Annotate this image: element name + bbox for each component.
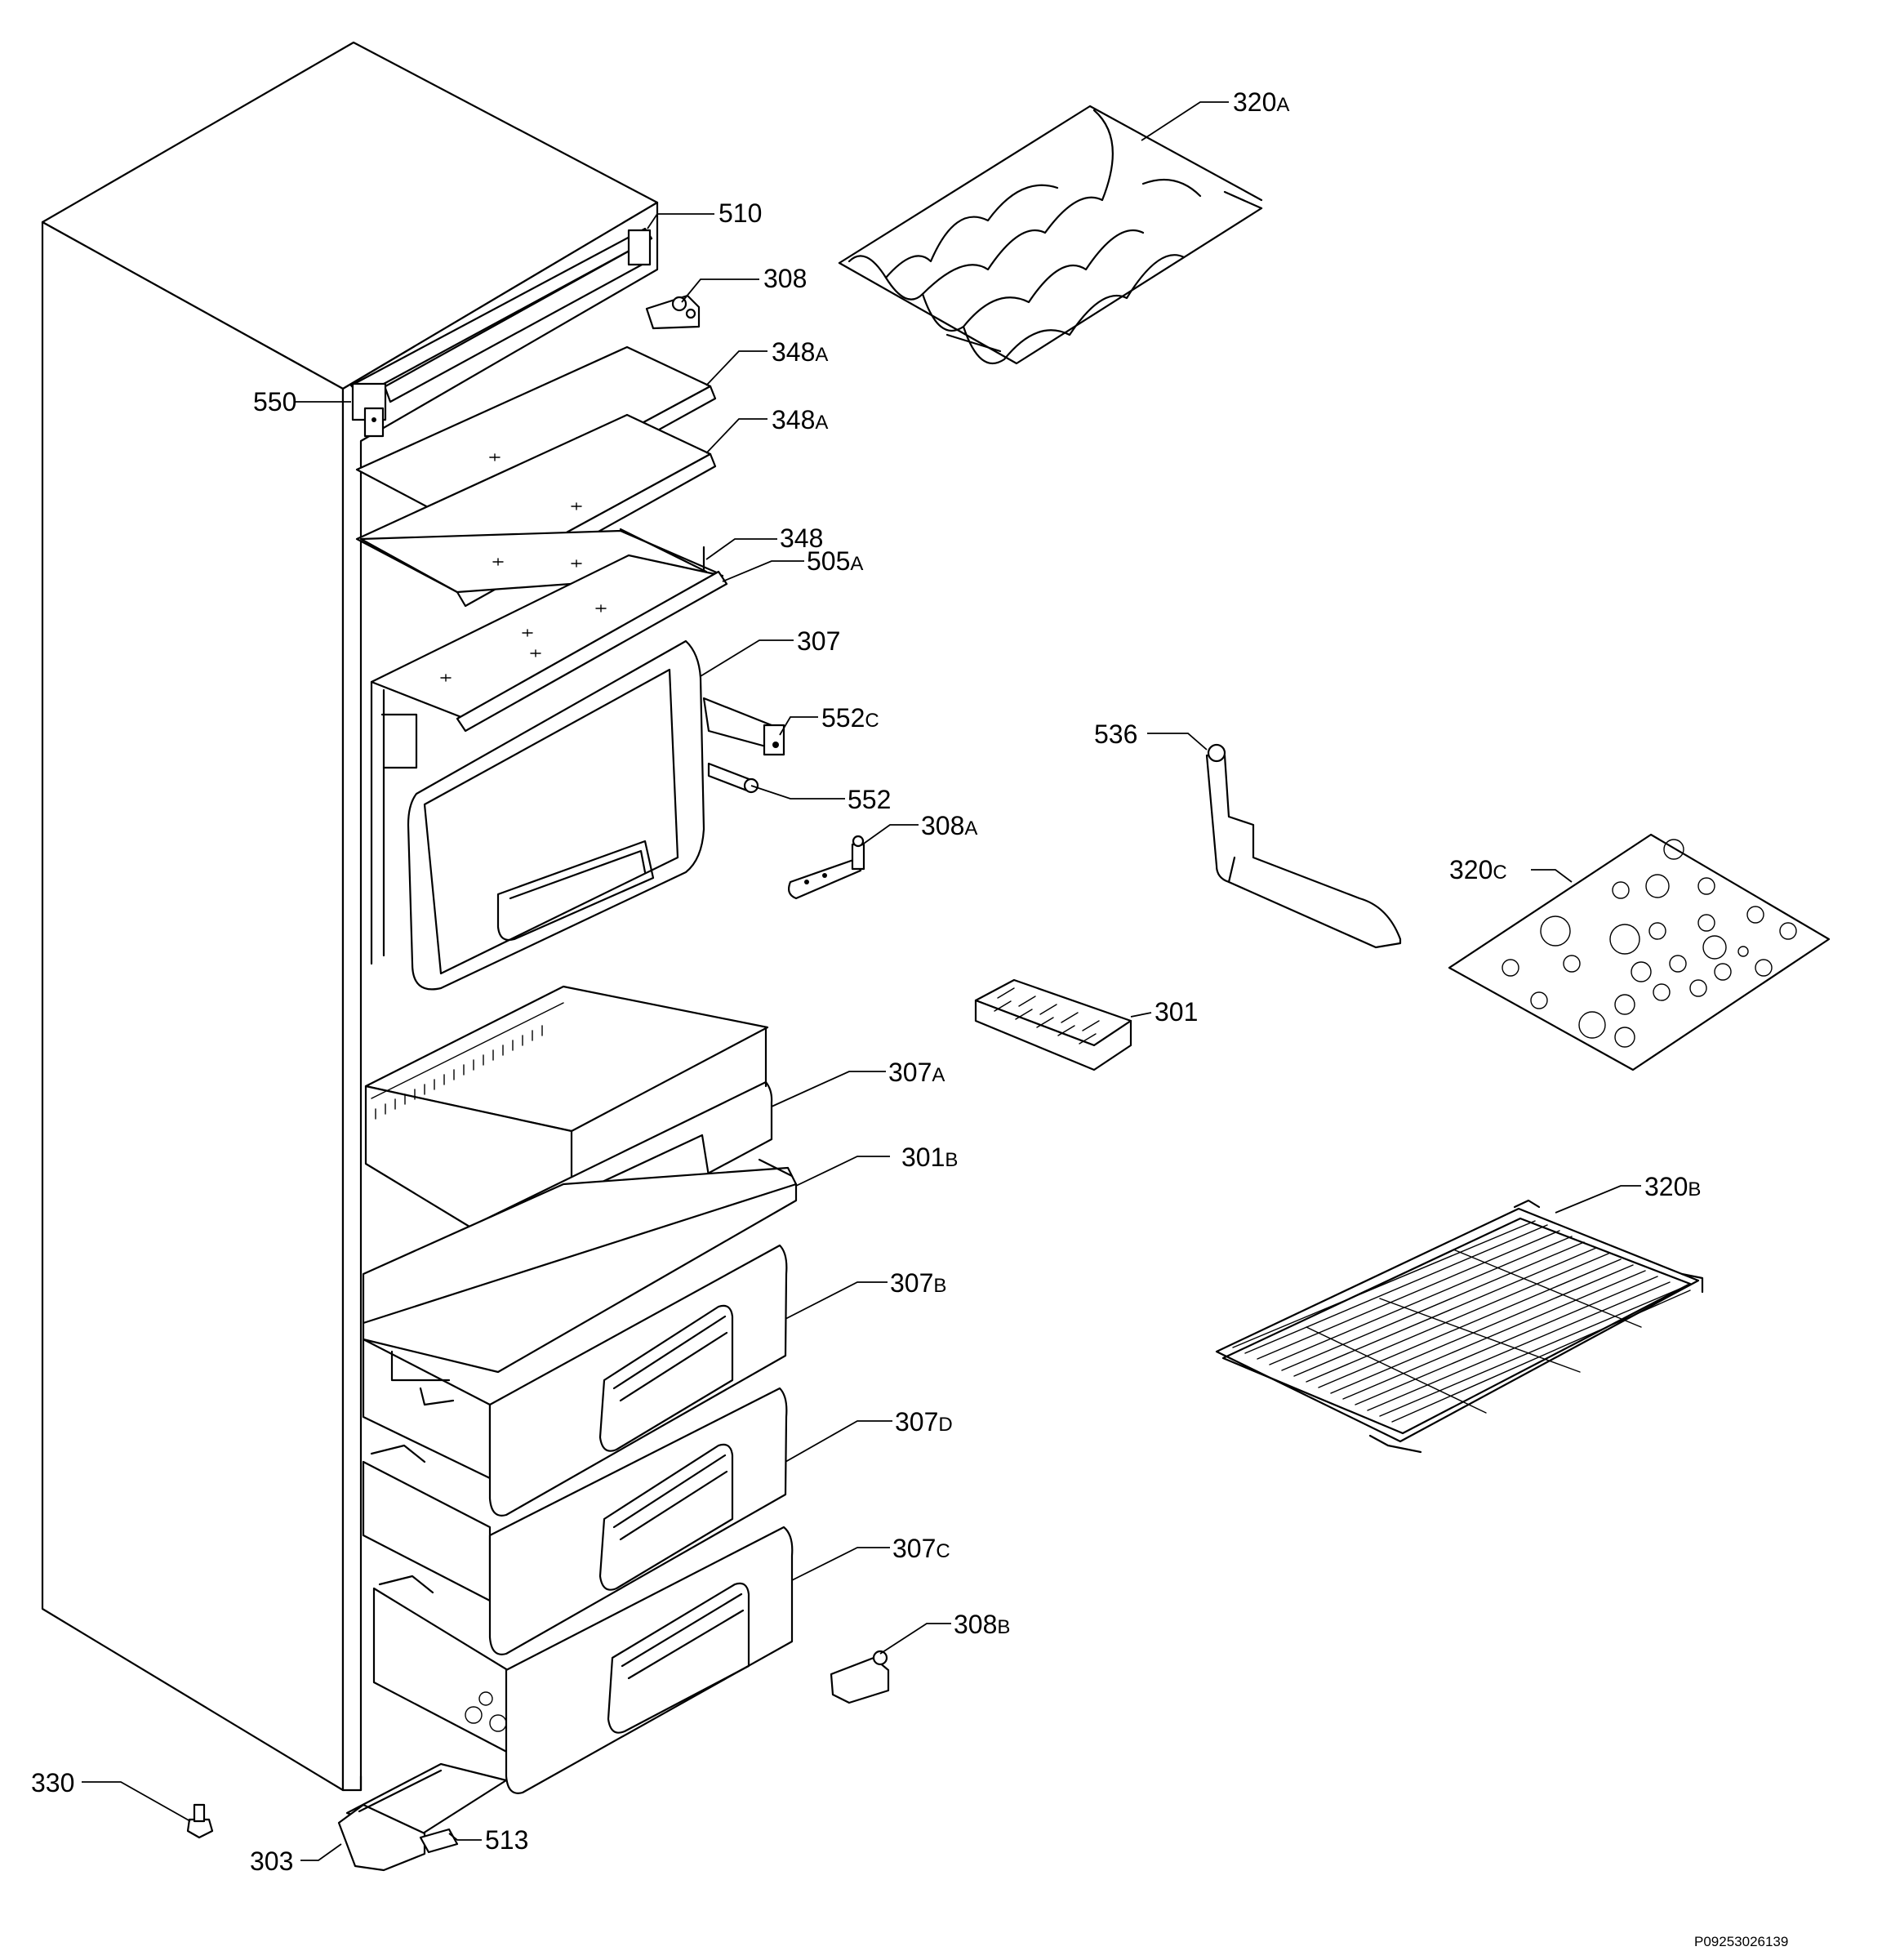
perforated-plate-320c: [1448, 833, 1831, 1071]
ice-tray-301: [974, 978, 1132, 1071]
callout-303: 303: [250, 1846, 293, 1876]
document-id: P09253026139: [1694, 1934, 1788, 1949]
callout-308b: 308B: [954, 1610, 1010, 1639]
hinge-308a: [788, 835, 865, 900]
callout-348a-first: 348A: [772, 337, 828, 367]
callout-513: 513: [485, 1825, 528, 1855]
callout-550: 550: [253, 387, 296, 416]
divider-536: [1205, 743, 1402, 949]
callout-348: 348: [780, 523, 823, 553]
callout-552: 552: [848, 785, 891, 814]
callout-307a: 307A: [888, 1058, 945, 1087]
callout-510: 510: [719, 198, 762, 228]
wire-shelf-320b: [1215, 1199, 1704, 1454]
callout-307b: 307B: [890, 1268, 946, 1298]
callout-505a: 505A: [807, 546, 863, 576]
drawer-307b: [362, 1244, 788, 1517]
callout-348a-second: 348A: [772, 405, 828, 434]
drawer-307c: [372, 1526, 794, 1794]
callout-labels: 320A 510 308 348A 348A 550 348 505A 307 …: [31, 87, 1701, 1876]
callout-330: 330: [31, 1768, 74, 1797]
callout-320c: 320C: [1449, 855, 1507, 884]
foot-330: [186, 1803, 214, 1839]
callout-307c: 307C: [892, 1534, 950, 1563]
callout-301: 301: [1155, 997, 1198, 1027]
leader-lines: [82, 101, 1641, 1861]
freezer-flap-307: [407, 639, 705, 991]
drawer-307d: [362, 1387, 788, 1655]
shelf-505a: [370, 554, 728, 965]
callout-320a: 320A: [1233, 87, 1289, 117]
callout-536: 536: [1094, 719, 1137, 749]
callout-307d: 307D: [895, 1407, 953, 1437]
bottom-grille-303: [337, 1762, 508, 1872]
callout-307: 307: [797, 626, 840, 656]
callout-301b: 301B: [901, 1143, 958, 1172]
hinge-308: [645, 294, 701, 330]
callout-308: 308: [763, 264, 807, 293]
wine-rack-320a: [838, 105, 1263, 365]
clip-513: [419, 1828, 459, 1854]
tray-301b: [362, 1158, 798, 1374]
callout-320b: 320B: [1644, 1172, 1701, 1201]
rail-552: [707, 762, 759, 794]
callout-308a: 308A: [921, 811, 977, 840]
rail-552c: [702, 697, 785, 756]
top-front-frame-510: [349, 227, 653, 438]
hinge-308b: [830, 1650, 890, 1704]
cabinet-body: [41, 41, 659, 1792]
callout-552c: 552C: [821, 703, 879, 733]
